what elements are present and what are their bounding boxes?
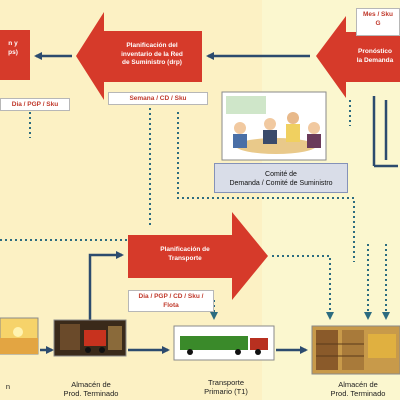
almacen-pt-line-2: Prod. Terminado <box>63 389 119 398</box>
committee-meeting-image <box>221 91 327 161</box>
label-mes-sku-line-1: Mes / Sku <box>363 11 393 18</box>
forecast-line-2: la Demanda <box>356 56 394 64</box>
committee-line-2: Demanda / Comité de Suministro <box>229 180 333 187</box>
forecast-line-1: Pronóstico <box>358 48 392 55</box>
committee-line-1: Comité de <box>265 171 297 178</box>
warehouse-racks-image <box>311 325 400 375</box>
origin-node-image <box>0 317 39 355</box>
transporte-caption-line-1: Transporte <box>208 378 244 387</box>
drp-line-1: Planificación del <box>126 42 178 49</box>
arrow-drp-text: Planificación del inventario de la Red d… <box>104 42 200 68</box>
label-semana-cd-sku: Semana / CD / Sku <box>108 92 208 105</box>
truck-image <box>173 325 275 361</box>
solid-flow-lines <box>34 52 398 354</box>
origin-node-caption-text: n <box>5 382 11 391</box>
transporte-arrow-line-1: Planificación de <box>160 246 210 253</box>
origin-node-caption: n <box>0 382 16 391</box>
drp-line-3: de Suministro (drp) <box>122 59 182 66</box>
arrow-forecast-text: Pronóstico la Demanda <box>350 48 400 65</box>
arrow-transporte-text: Planificación de Transporte <box>140 246 230 263</box>
label-transporte-line-2: Flota <box>163 302 179 309</box>
red-arrow-left-partial <box>0 30 30 80</box>
almacen-pt-caption: Almacén de Prod. Terminado <box>48 380 134 398</box>
almacen-pt-line-1: Almacén de <box>71 380 111 389</box>
transporte-arrow-line-2: Transporte <box>168 254 202 262</box>
warehouse-forklift-image <box>53 319 127 357</box>
transporte-caption-line-2: Primario (T1) <box>204 387 248 396</box>
label-mes-sku: Mes / Sku G <box>356 8 400 36</box>
label-semana-cd-sku-text: Semana / CD / Sku <box>129 95 187 102</box>
arrow-left-partial-line-2: ps) <box>8 48 18 56</box>
committee-box: Comité de Demanda / Comité de Suministro <box>214 163 348 193</box>
arrow-left-partial-line-1: n y <box>8 40 18 47</box>
red-arrow-forecast <box>316 16 400 98</box>
transporte-caption: Transporte Primario (T1) <box>186 378 266 396</box>
almacen-right-caption: Almacén de Prod. Terminado <box>316 380 400 398</box>
red-arrow-drp <box>76 12 202 100</box>
label-mes-sku-line-2: G <box>375 20 381 27</box>
label-dia-pgp-sku: Dia / PGP / Sku <box>0 98 70 111</box>
almacen-right-line-2: Prod. Terminado <box>330 389 386 398</box>
label-dia-pgp-cd-sku-flota: Dia / PGP / CD / Sku / Flota <box>128 290 214 312</box>
red-arrow-transporte <box>128 212 268 300</box>
almacen-right-line-1: Almacén de <box>338 380 378 389</box>
drp-line-2: inventario de la Red <box>121 50 183 58</box>
label-dia-pgp-sku-text: Dia / PGP / Sku <box>11 101 59 108</box>
arrow-left-partial-text: n y ps) <box>0 40 26 57</box>
label-transporte-line-1: Dia / PGP / CD / Sku / <box>138 293 204 300</box>
